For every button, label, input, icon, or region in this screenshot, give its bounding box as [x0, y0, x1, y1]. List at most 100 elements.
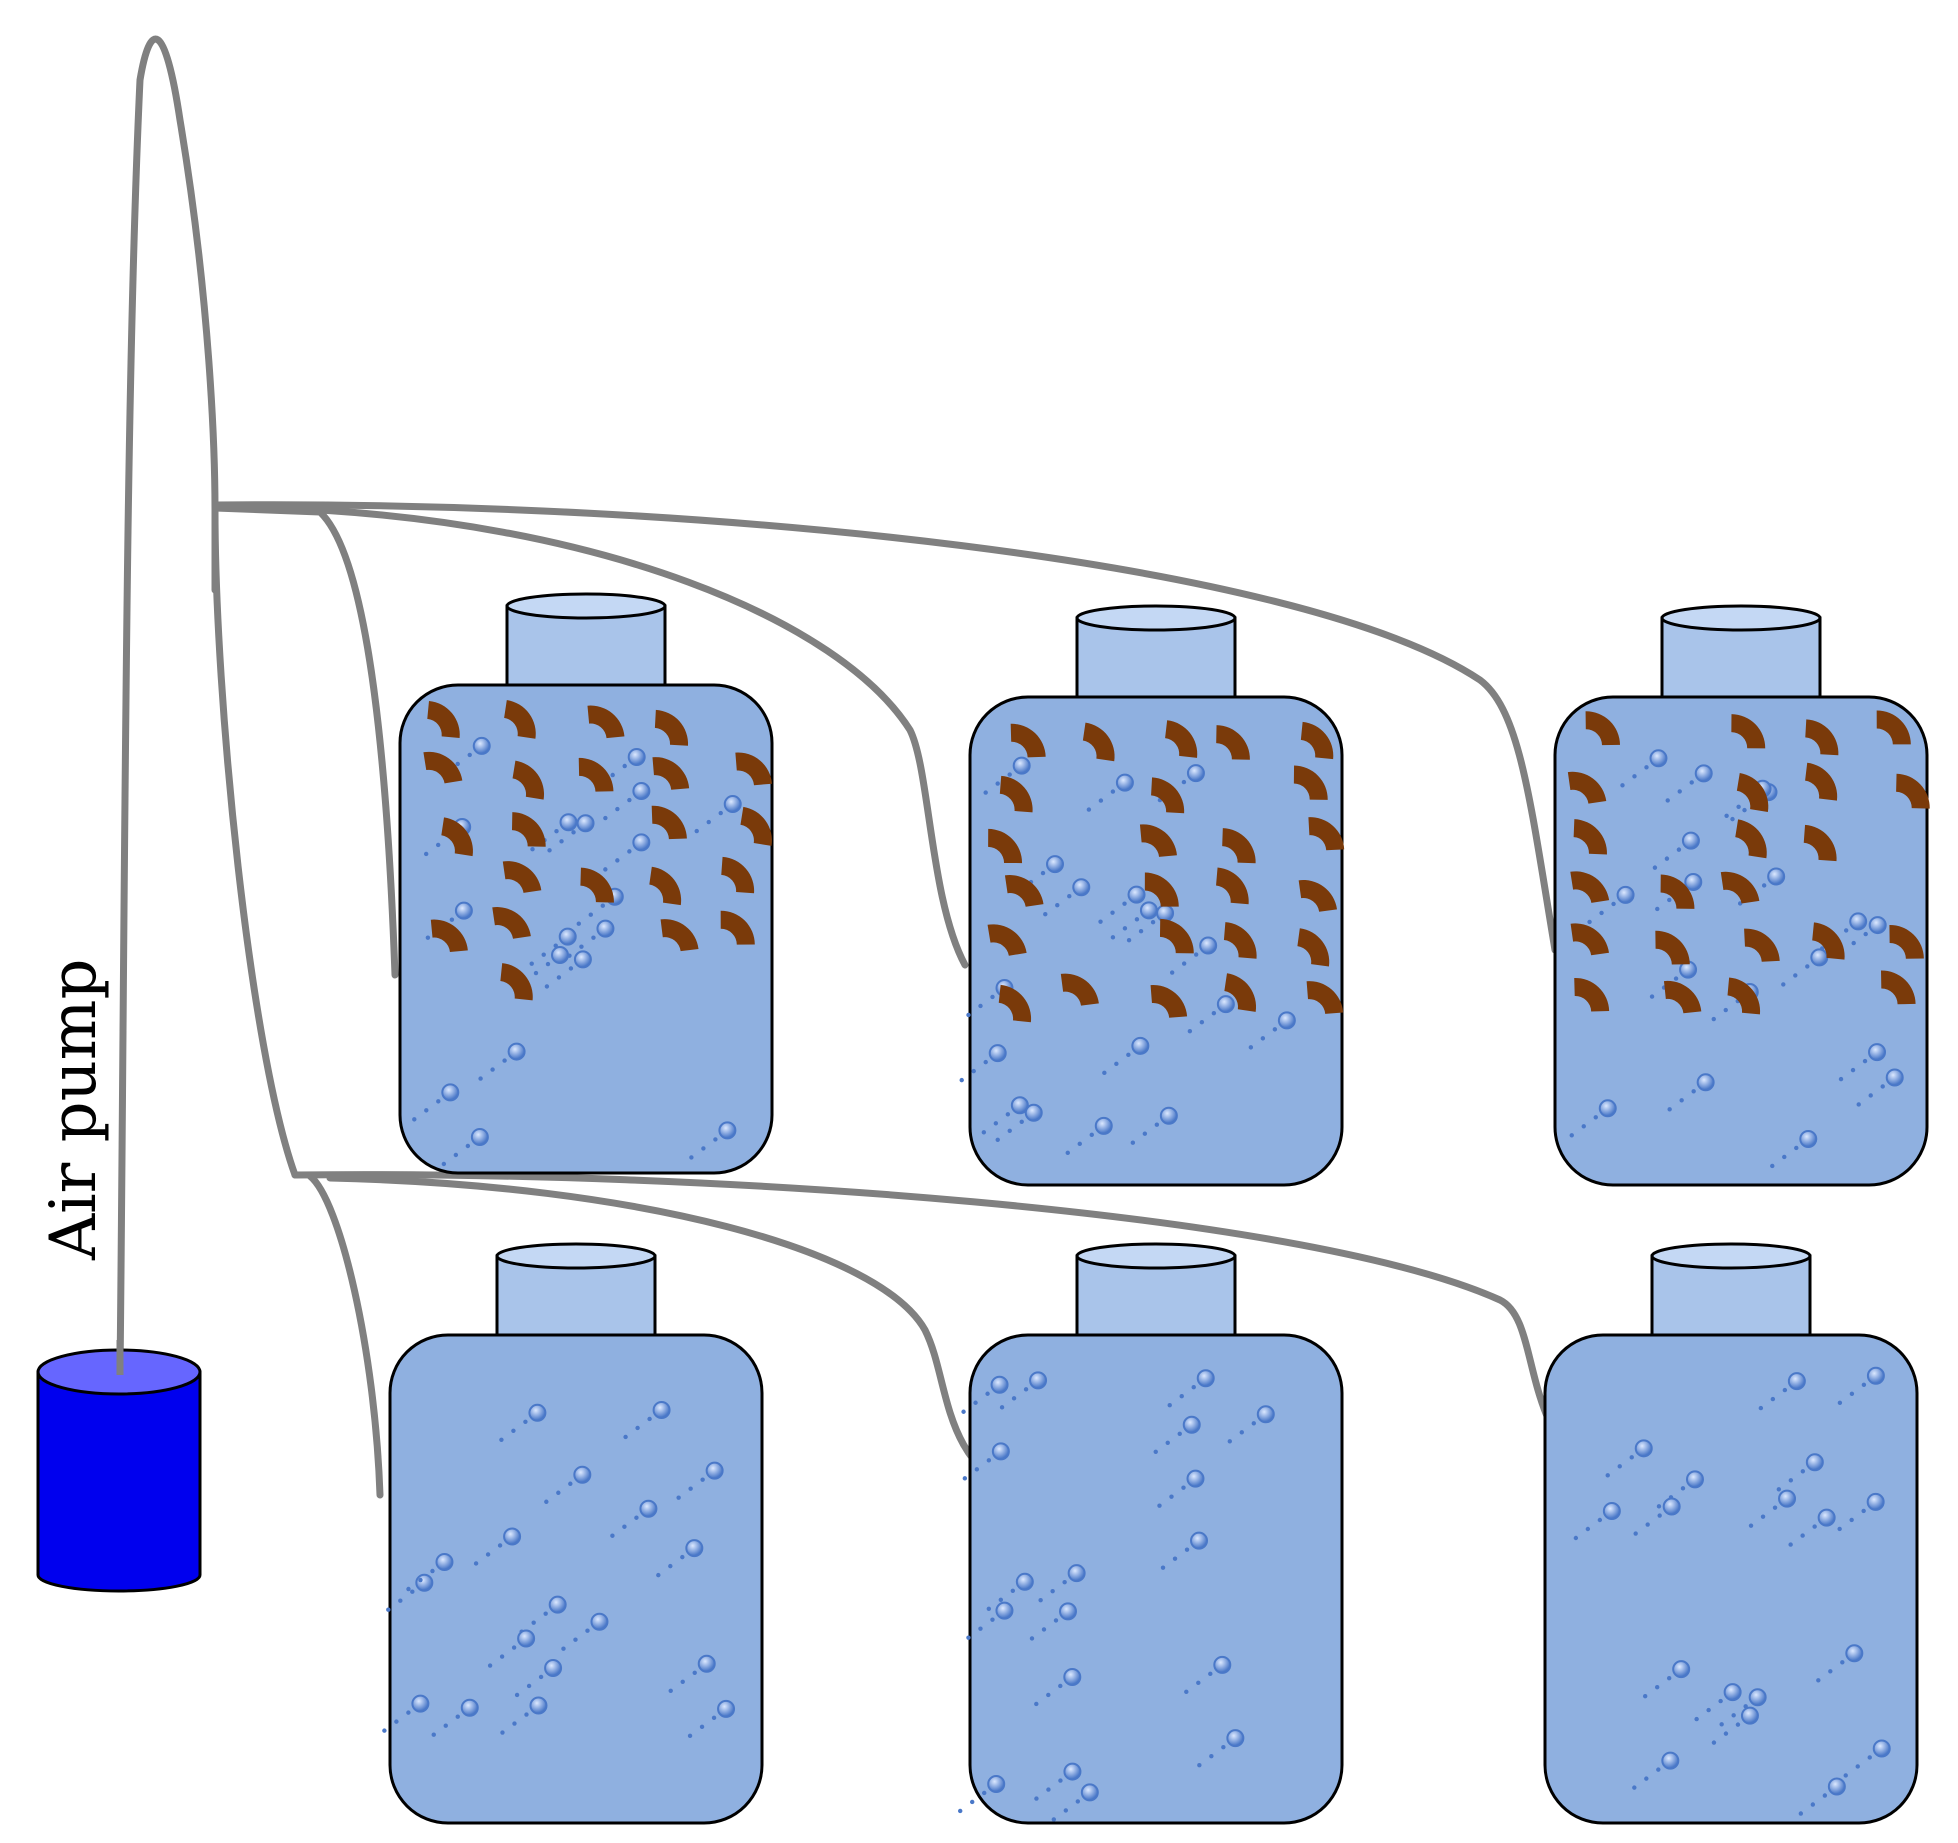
bubble-trail-dot	[978, 1003, 983, 1009]
air-bubble	[1182, 1415, 1201, 1434]
bubble-trail-dot	[511, 1428, 516, 1434]
bubble-trail-dot	[386, 1607, 391, 1612]
bubble-trail-dot	[1812, 1524, 1817, 1529]
particle	[1889, 924, 1924, 959]
air-bubble	[1866, 1492, 1885, 1511]
bubble-trail-dot	[531, 1620, 536, 1625]
particle	[740, 806, 772, 846]
particle	[1150, 985, 1188, 1018]
bubble-trail-dot	[999, 1405, 1005, 1410]
air-bubble	[1868, 916, 1887, 935]
bubble-trail-dot	[1593, 1115, 1598, 1120]
bubble-trail-dot	[998, 1597, 1004, 1603]
air-bubble	[717, 1699, 736, 1718]
air-bubble	[558, 927, 577, 946]
bubble-trail-dot	[1573, 1535, 1579, 1541]
particle	[1216, 725, 1250, 760]
bubble-trail-dot	[1196, 1680, 1201, 1686]
bubble-trail-dot	[1664, 856, 1670, 861]
bubble-trail-dot	[1772, 1505, 1778, 1510]
air-bubble	[1694, 764, 1713, 783]
bubble-trail-dot	[1019, 1119, 1024, 1124]
bottom-branch-2	[326, 1174, 1024, 1499]
bubble-trail-dot	[1735, 1722, 1741, 1727]
air-bubble	[1058, 1602, 1077, 1621]
bubble-trail-dot	[1656, 1504, 1662, 1509]
bubble-trail-dot	[1040, 870, 1046, 876]
bubble-trail-dot	[959, 1077, 964, 1083]
bubble-trail-dot	[526, 1683, 532, 1689]
bubble-trail-dot	[1089, 1132, 1094, 1138]
bubble-trail-dot	[1620, 783, 1625, 788]
air-pump: Air pump	[36, 959, 202, 1593]
air-bubble	[1672, 1660, 1691, 1679]
air-bubble	[988, 1044, 1007, 1063]
air-bubble	[1094, 1116, 1113, 1135]
bubble-trail-dot	[1110, 910, 1115, 915]
particle	[1805, 719, 1839, 756]
air-bubble	[1827, 1777, 1846, 1796]
bubble-trail-dot	[610, 1533, 615, 1538]
bubble-trail-dot	[1691, 1089, 1696, 1094]
bubble-trail-dot	[511, 1645, 517, 1650]
bubble-trail-dot	[1114, 1061, 1119, 1067]
air-bubble	[1067, 1564, 1086, 1583]
bubble-trail-dot	[1677, 789, 1682, 794]
particle	[999, 775, 1033, 813]
air-bubble	[1767, 867, 1786, 886]
bubble-trail-dot	[1179, 1394, 1184, 1399]
particle	[441, 817, 473, 857]
particle	[511, 812, 546, 847]
bubble-trail-dot	[1153, 1449, 1158, 1454]
air-bubble	[1872, 1739, 1891, 1758]
air-bubble	[411, 1694, 430, 1713]
bubble-trail-dot	[1794, 1145, 1799, 1151]
top-branch-1	[211, 504, 399, 979]
bubble-trail-dot	[579, 944, 584, 949]
bubble-trail-dot	[687, 1733, 693, 1739]
bubble-trail-dot	[1007, 1128, 1012, 1133]
air-bubble	[1186, 764, 1205, 783]
bubble-trail-dot	[1679, 1098, 1684, 1103]
particle	[720, 910, 755, 945]
bubble-trail-dot	[634, 1515, 639, 1520]
bubble-trail-dot	[1211, 1010, 1217, 1016]
bubble-trail-dot	[1126, 1052, 1131, 1058]
bubble-trail-dot	[478, 1076, 483, 1081]
bubble-trail-dot	[985, 1391, 990, 1396]
bubble-trail-dot	[1181, 1485, 1186, 1490]
bubble-trail-dot	[600, 903, 605, 908]
particle	[1655, 930, 1690, 965]
bubble-trail-dot	[1062, 1579, 1067, 1585]
bubble-trail-dot	[668, 1688, 673, 1693]
bubble-trail-dot	[455, 1714, 460, 1719]
air-bubble	[1616, 885, 1635, 904]
air-bubble	[723, 795, 742, 814]
air-bubble	[1748, 1688, 1767, 1707]
bubble-trail-dot	[1793, 973, 1798, 978]
air-bubble	[472, 736, 491, 755]
air-bubble	[1681, 831, 1700, 850]
bottle-cap-top	[1650, 1242, 1812, 1270]
bubble-trail-dot	[1197, 1762, 1202, 1768]
bubble-trail-dot	[453, 1152, 459, 1158]
air-bubble	[507, 1042, 526, 1061]
particle	[500, 963, 533, 1001]
bubble-trail-dot	[571, 830, 576, 835]
bubble-trail-dot	[622, 763, 627, 769]
particle	[1144, 872, 1179, 907]
bubble-trail-dot	[966, 1635, 971, 1640]
bubble-trail-dot	[1150, 920, 1156, 925]
bubble-trail-dot	[688, 1486, 693, 1491]
bubble-trail-dot	[1843, 928, 1849, 933]
bubble-trail-dot	[1126, 938, 1132, 943]
bubble-trail-dot	[512, 1721, 517, 1726]
bubble-trail-dot	[1666, 1675, 1672, 1681]
particle	[1151, 777, 1185, 814]
bubble-trail-dot	[1154, 1122, 1160, 1127]
bubble-trail-dot	[1719, 1722, 1724, 1727]
particle	[512, 760, 545, 800]
bubble-trail-dot	[1657, 1513, 1662, 1518]
bubble-trail-dot	[425, 935, 431, 940]
bubble-trail-dot	[382, 1728, 387, 1733]
